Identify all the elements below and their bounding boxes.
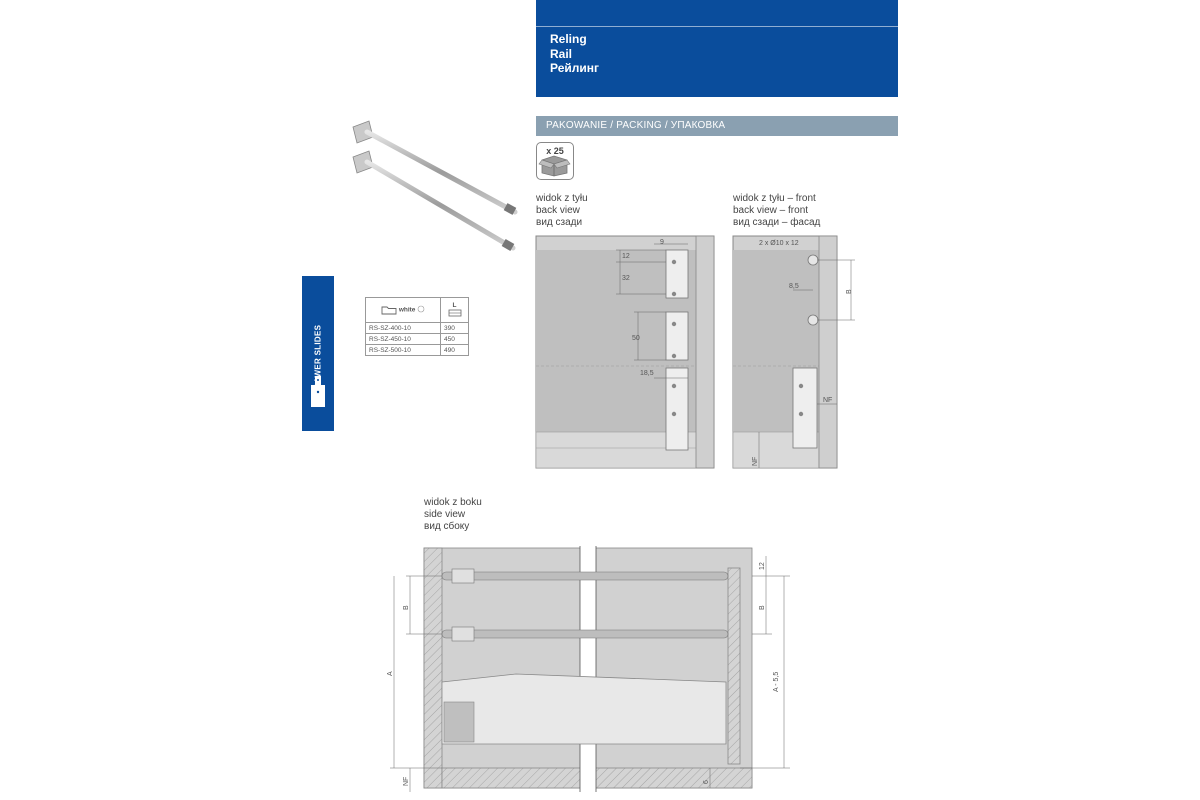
product-title: Reling Rail Рейлинг bbox=[550, 32, 599, 76]
caption-ru: вид сзади bbox=[536, 217, 583, 228]
caption-en: side view bbox=[424, 509, 466, 520]
dim-18-5: 18,5 bbox=[640, 370, 654, 377]
back-view-drawing: 9 12 32 50 18,5 bbox=[535, 235, 715, 469]
dim-B-side: B bbox=[403, 605, 410, 610]
dim-B2-side: B bbox=[759, 605, 766, 610]
caption-en: back view – front bbox=[733, 205, 809, 216]
rail-upper bbox=[352, 120, 518, 215]
dim-B: B bbox=[846, 289, 853, 294]
packing-bar: PAKOWANIE / PACKING / УПАКОВКА bbox=[536, 116, 898, 136]
packing-box-icon: x 25 bbox=[536, 142, 574, 180]
dim-32: 32 bbox=[622, 275, 630, 282]
rail-product-image bbox=[352, 120, 518, 251]
dim-A: A bbox=[387, 671, 394, 676]
side-view-drawing: B A NF 12 B A - 5,5 6 bbox=[387, 546, 790, 792]
title-pl: Reling bbox=[550, 32, 587, 46]
caption-pl: widok z tyłu – front bbox=[733, 193, 816, 204]
caption-ru: вид сбоку bbox=[424, 521, 470, 532]
product-table: white L RS-SZ-400-10 390 RS-SZ-450-10 45… bbox=[365, 297, 469, 356]
dim-12-side: 12 bbox=[759, 562, 766, 570]
front-view-caption: widok z tyłu – front back view – front в… bbox=[733, 193, 820, 229]
length-header: L bbox=[440, 297, 469, 323]
dim-holes: 2 x Ø10 x 12 bbox=[759, 240, 799, 247]
color-header: white bbox=[365, 297, 441, 323]
product-code: RS-SZ-400-10 bbox=[365, 322, 441, 334]
packing-count: x 25 bbox=[546, 146, 564, 156]
product-length: 490 bbox=[440, 344, 469, 356]
folder-icon bbox=[381, 306, 397, 315]
dim-A-minus: A - 5,5 bbox=[773, 672, 780, 692]
table-row: RS-SZ-450-10 450 bbox=[365, 333, 469, 345]
back-view-caption: widok z tyłu back view вид сзади bbox=[536, 193, 588, 229]
box-icon bbox=[538, 155, 571, 177]
title-en: Rail bbox=[550, 46, 573, 61]
dim-NF: NF bbox=[823, 397, 832, 404]
product-length: 390 bbox=[440, 322, 469, 334]
rail-lower bbox=[352, 150, 516, 251]
section-tab-drawer-slides[interactable]: DRAWER SLIDES bbox=[302, 276, 334, 431]
front-view-drawing: 2 x Ø10 x 12 8,5 B NF NF bbox=[732, 235, 855, 469]
drawer-slide-icon bbox=[311, 376, 325, 407]
dim-8-5: 8,5 bbox=[789, 283, 799, 290]
dim-NF-bottom: NF bbox=[752, 457, 759, 466]
side-view-caption: widok z boku side view вид сбоку bbox=[424, 497, 482, 533]
title-block: Reling Rail Рейлинг bbox=[536, 0, 898, 97]
product-code: RS-SZ-500-10 bbox=[365, 344, 441, 356]
product-code: RS-SZ-450-10 bbox=[365, 333, 441, 345]
caption-en: back view bbox=[536, 205, 580, 216]
dim-6: 6 bbox=[703, 780, 710, 784]
dim-12: 12 bbox=[622, 253, 630, 260]
product-length: 450 bbox=[440, 333, 469, 345]
caption-pl: widok z boku bbox=[424, 497, 482, 508]
length-icon bbox=[448, 309, 461, 316]
title-ru: Рейлинг bbox=[550, 61, 600, 75]
caption-ru: вид сзади – фасад bbox=[733, 217, 821, 228]
caption-pl: widok z tyłu bbox=[536, 193, 588, 204]
color-label: white bbox=[398, 306, 416, 314]
dim-9: 9 bbox=[660, 239, 664, 246]
dim-50: 50 bbox=[632, 335, 640, 342]
table-header-row: white L bbox=[365, 297, 469, 323]
color-swatch-icon bbox=[417, 305, 425, 313]
table-row: RS-SZ-400-10 390 bbox=[365, 322, 469, 334]
table-row: RS-SZ-500-10 490 bbox=[365, 344, 469, 356]
dim-NF-side: NF bbox=[403, 777, 410, 786]
rail-upper-side bbox=[441, 568, 729, 584]
title-divider bbox=[536, 26, 898, 27]
length-label: L bbox=[452, 301, 457, 309]
